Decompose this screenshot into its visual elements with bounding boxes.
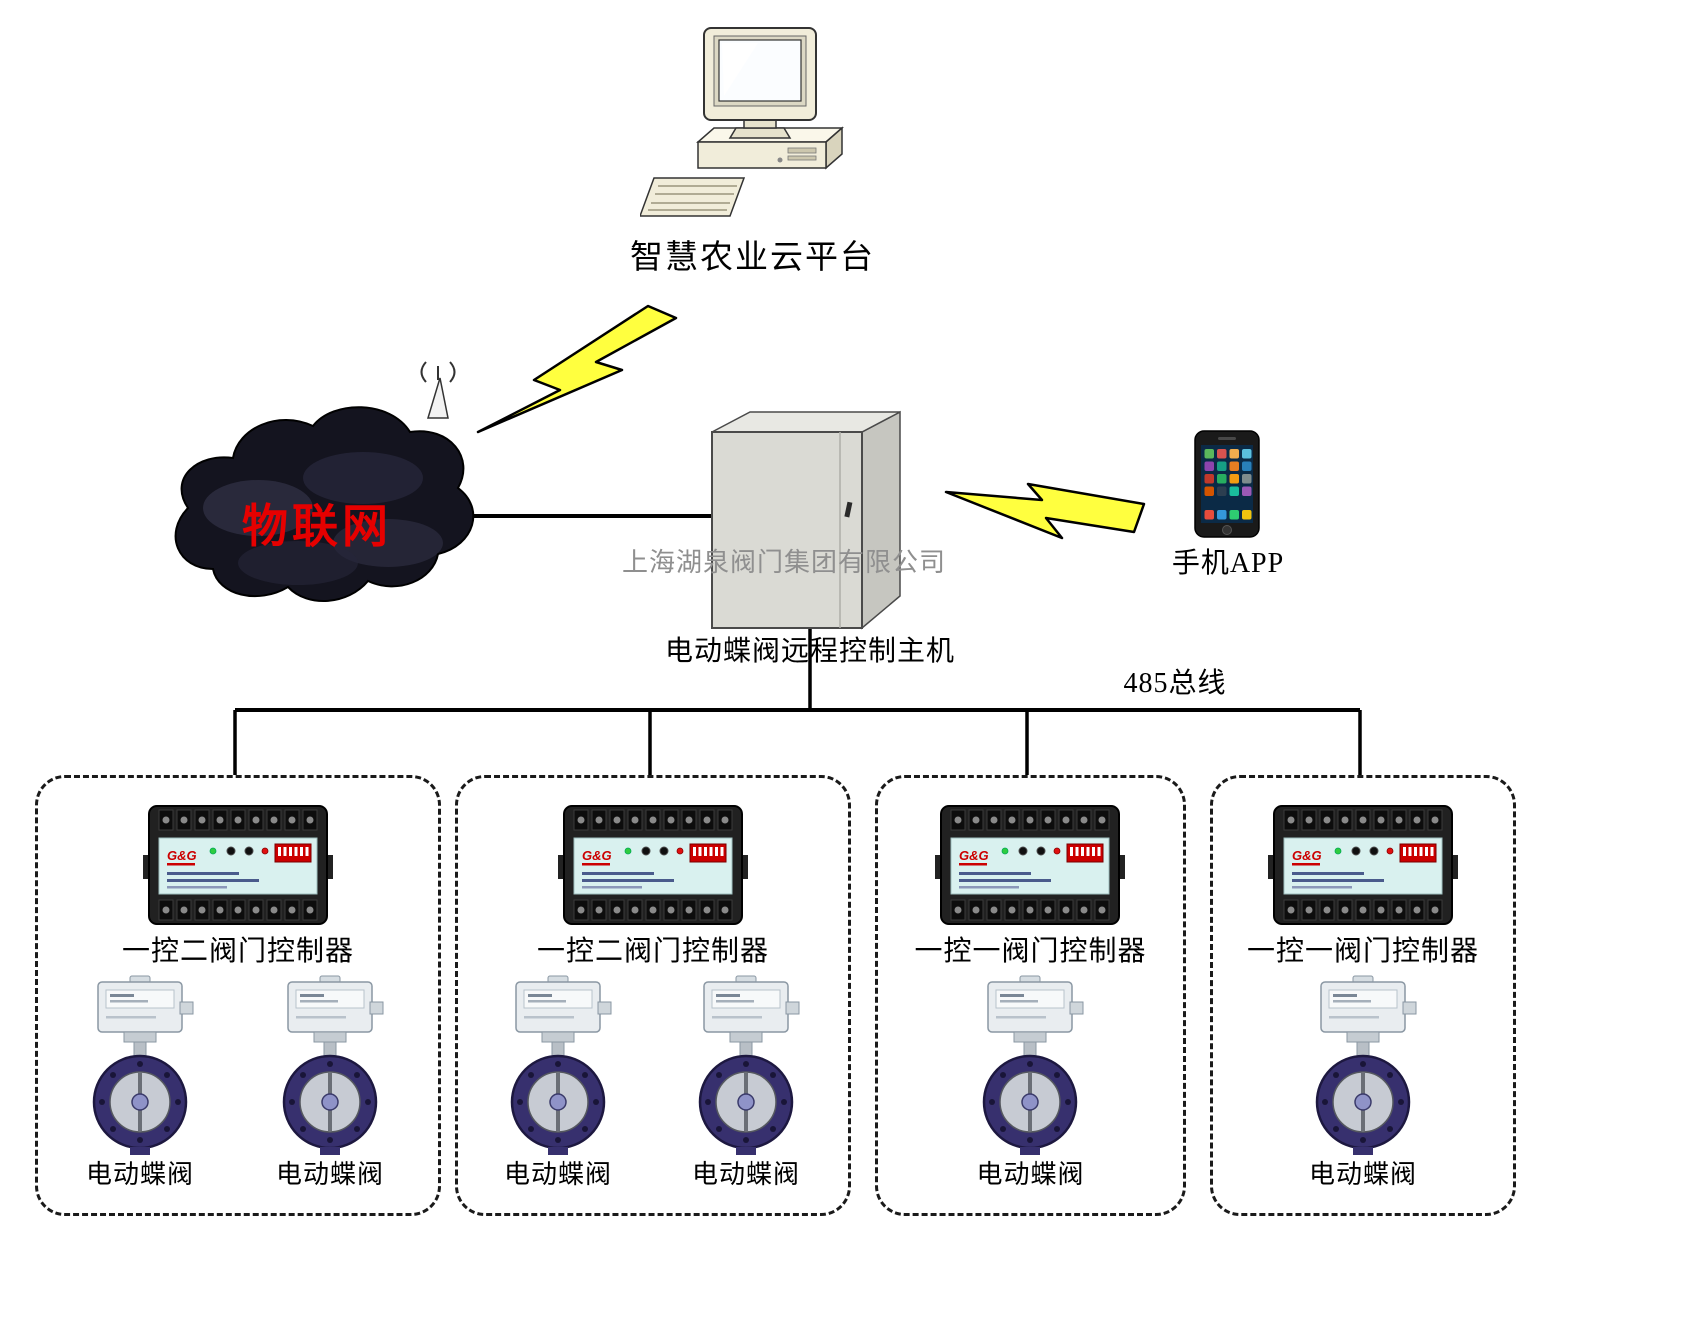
- host-label: 电动蝶阀远程控制主机: [664, 636, 955, 667]
- watermark: 上海湖泉阀门集团有限公司: [621, 548, 946, 577]
- valve-controller-icon: [935, 800, 1125, 930]
- valve-label: 电动蝶阀: [1308, 1160, 1417, 1189]
- computer-icon: [640, 22, 860, 222]
- valve-group-1: 一控二阀门控制器 电动蝶阀 电动蝶阀: [35, 775, 441, 1216]
- valve-group-3: 一控一阀门控制器 电动蝶阀: [875, 775, 1186, 1216]
- butterfly-valve-icon: [80, 974, 200, 1159]
- controller-label: 一控二阀门控制器: [121, 936, 354, 967]
- butterfly-valve-icon: [1303, 974, 1423, 1159]
- cloud-platform-label: 智慧农业云平台: [630, 240, 875, 276]
- phone-icon: [1194, 430, 1260, 538]
- controller-label: 一控二阀门控制器: [536, 936, 769, 967]
- valve-controller-icon: [558, 800, 748, 930]
- valve-label: 电动蝶阀: [503, 1160, 612, 1189]
- butterfly-valve-icon: [270, 974, 390, 1159]
- valve-label: 电动蝶阀: [275, 1160, 384, 1189]
- valve-label: 电动蝶阀: [691, 1160, 800, 1189]
- valve-label: 电动蝶阀: [85, 1160, 194, 1189]
- controller-label: 一控一阀门控制器: [1246, 936, 1479, 967]
- valve-controller-icon: [1268, 800, 1458, 930]
- controller-label: 一控一阀门控制器: [914, 936, 1147, 967]
- lightning-bolt-cloud: [476, 304, 678, 434]
- valve-controller-icon: [143, 800, 333, 930]
- butterfly-valve-icon: [970, 974, 1090, 1159]
- valve-label: 电动蝶阀: [976, 1160, 1085, 1189]
- butterfly-valve-icon: [686, 974, 806, 1159]
- iot-label: 物联网: [242, 501, 392, 552]
- cabinet-icon: [702, 406, 917, 636]
- phone-label: 手机APP: [1171, 548, 1285, 579]
- valve-group-4: 一控一阀门控制器 电动蝶阀: [1210, 775, 1516, 1216]
- bus-label: 485总线: [1123, 668, 1227, 699]
- lightning-bolt-phone: [944, 482, 1146, 540]
- butterfly-valve-icon: [498, 974, 618, 1159]
- valve-group-2: 一控二阀门控制器 电动蝶阀 电动蝶阀: [455, 775, 851, 1216]
